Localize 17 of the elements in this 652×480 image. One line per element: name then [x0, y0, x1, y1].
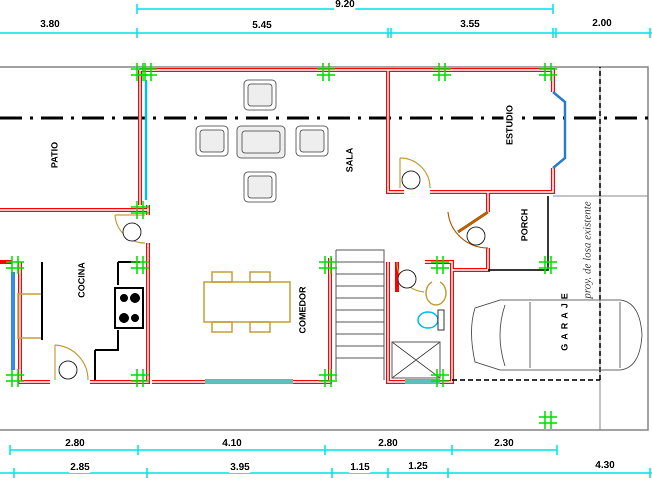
- dimension-label: 3.55: [459, 20, 481, 30]
- dimension-label: 4.10: [221, 439, 243, 449]
- dimension-label: 2.00: [591, 19, 613, 29]
- dimension-label: 2.30: [493, 439, 515, 449]
- dimension-label: 2.85: [69, 463, 91, 473]
- dimension-label: 4.30: [594, 461, 616, 471]
- dimension-label: 2.80: [64, 439, 86, 449]
- room-label: GARAJE: [560, 289, 570, 351]
- dimension-label: 1.15: [349, 463, 371, 473]
- dimension-label: 2.80: [377, 439, 399, 449]
- dimension-label: 3.95: [229, 463, 251, 473]
- dimension-label: 9.20: [334, 0, 356, 10]
- dimension-label: 5.45: [251, 21, 273, 31]
- dimension-label: 1.25: [407, 462, 429, 472]
- dimension-label: 3.80: [39, 20, 61, 30]
- note-text: proy. de losa existente: [582, 201, 594, 299]
- room-label: ESTUDIO: [504, 105, 516, 145]
